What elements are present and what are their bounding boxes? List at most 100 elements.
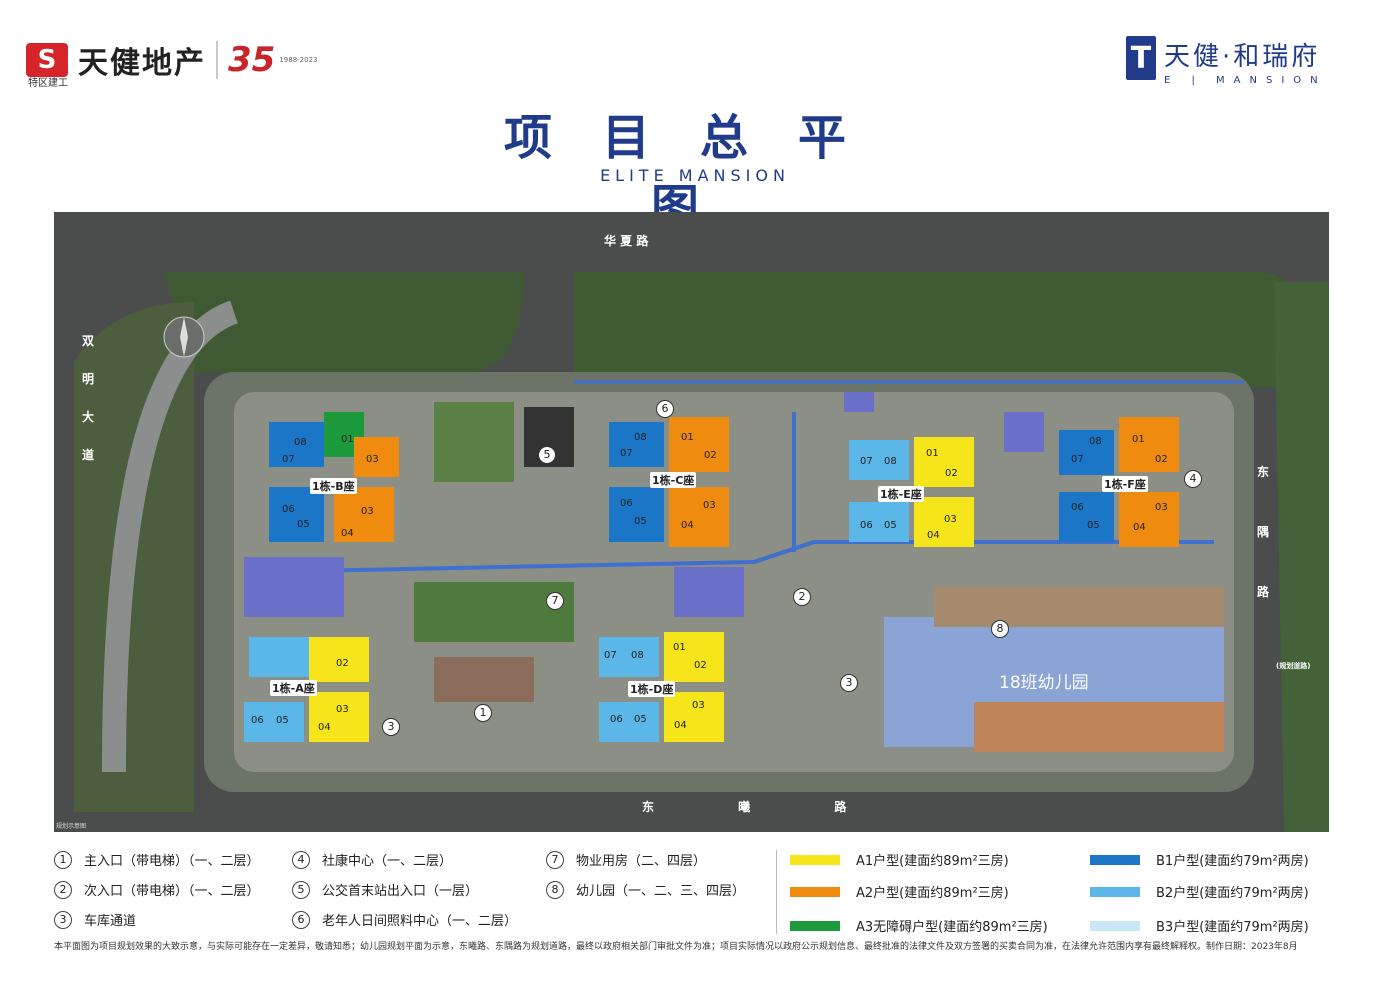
page-title: 项目总平图 (503, 110, 896, 236)
unit-number: 08 (631, 650, 644, 661)
project-logo: T 天健·和瑞府 E | MANSION (1126, 36, 1327, 86)
map-marker-7[interactable]: 7 (546, 592, 564, 610)
unit-number: 07 (620, 448, 633, 459)
unit-number: 02 (945, 468, 958, 479)
unit-number: 03 (1155, 502, 1168, 513)
swatch-green (790, 920, 840, 931)
map-marker-3-west[interactable]: 3 (382, 718, 400, 736)
green-belt-north-west (164, 272, 524, 372)
unit-number: 08 (634, 432, 647, 443)
unit-number: 08 (1089, 436, 1102, 447)
map-footnote: 规划示意图 (56, 823, 87, 830)
unit-number: 03 (944, 514, 957, 525)
unit-number: 03 (703, 500, 716, 511)
legend-type-b1: B1户型(建面约79m²两房) (1090, 850, 1309, 869)
developer-name: 天健地产 (78, 46, 206, 81)
building-e (849, 437, 974, 547)
legend-type-b2: B2户型(建面约79m²两房) (1090, 882, 1309, 901)
unit-number: 05 (276, 715, 289, 726)
road-west-label: 双 明 大 道 (82, 334, 95, 462)
unit-number: 01 (926, 448, 939, 459)
unit-number: 06 (620, 498, 633, 509)
unit-number: 01 (1132, 434, 1145, 445)
project-name: 天健·和瑞府 (1164, 42, 1321, 72)
unit-number: 02 (336, 658, 349, 669)
unit-number: 07 (860, 456, 873, 467)
building-b (269, 412, 399, 542)
unit-number: 08 (294, 437, 307, 448)
unit-number: 01 (681, 432, 694, 443)
road-east-note: (规划道路) (1276, 662, 1311, 670)
building-d (599, 632, 724, 742)
building-c (609, 417, 729, 547)
building-label-b: 1栋-B座 (310, 478, 357, 494)
road-south-label: 东 曦 路 (642, 800, 887, 814)
unit-number: 05 (1087, 520, 1100, 531)
unit-number: 08 (884, 456, 897, 467)
kindergarten-label: 18班幼儿园 (999, 673, 1089, 693)
developer-logo: S 特区建工 天健地产 35 1988-2023 (26, 34, 318, 89)
green-belt-east (1274, 282, 1329, 832)
swatch-blue (1090, 854, 1140, 865)
map-marker-8[interactable]: 8 (991, 620, 1009, 638)
unit-number: 07 (282, 454, 295, 465)
unit-number: 05 (297, 519, 310, 530)
unit-number: 05 (884, 520, 897, 531)
unit-number: 04 (681, 520, 694, 531)
swatch-orange (790, 886, 840, 897)
building-label-c: 1栋-C座 (650, 472, 697, 488)
map-marker-2[interactable]: 2 (793, 588, 811, 606)
unit-number: 04 (318, 722, 331, 733)
map-marker-5[interactable]: 5 (538, 446, 556, 464)
unit-number: 02 (1155, 454, 1168, 465)
unit-number: 06 (251, 715, 264, 726)
t-brand-mark: T (1126, 36, 1156, 80)
building-a (244, 637, 369, 742)
unit-number: 03 (336, 704, 349, 715)
map-marker-4[interactable]: 4 (1184, 470, 1202, 488)
unit-number: 04 (927, 530, 940, 541)
map-marker-1[interactable]: 1 (474, 704, 492, 722)
legend-type-a2: A2户型(建面约89m²三房) (790, 882, 1009, 901)
building-label-e: 1栋-E座 (878, 486, 924, 502)
legend-type-b3: B3户型(建面约79m²两房) (1090, 916, 1309, 935)
road-east-label: 东 隅 路 (1257, 465, 1270, 599)
road-north-label: 华 夏 路 (604, 234, 649, 248)
unit-number: 07 (1071, 454, 1084, 465)
map-marker-3-east[interactable]: 3 (840, 674, 858, 692)
unit-number: 06 (860, 520, 873, 531)
building-label-a: 1栋-A座 (270, 680, 317, 696)
anniversary-years: 1988-2023 (279, 55, 318, 64)
unit-number: 06 (1071, 502, 1084, 513)
green-belt-north (574, 272, 1314, 387)
map-marker-6[interactable]: 6 (656, 400, 674, 418)
site-plan-map[interactable]: 华 夏 路 双 明 大 道 东 隅 路 (规划道路) 东 曦 路 1栋-B座 1… (54, 212, 1329, 832)
unit-number: 05 (634, 714, 647, 725)
building-label-f: 1栋-F座 (1102, 476, 1148, 492)
site-plan-graphic (54, 212, 1329, 832)
swatch-yellow (790, 854, 840, 865)
page-subtitle: ELITE MANSION (600, 166, 790, 185)
unit-number: 02 (704, 450, 717, 461)
unit-number: 03 (366, 454, 379, 465)
unit-number: 02 (694, 660, 707, 671)
unit-number: 06 (282, 504, 295, 515)
disclaimer-text: 本平面图为项目规划效果的大致示意，与实际可能存在一定差异，敬请知悉；幼儿园规划平… (54, 942, 1298, 952)
unit-number: 01 (673, 642, 686, 653)
unit-number: 05 (634, 516, 647, 527)
unit-number: 03 (692, 700, 705, 711)
s-brand-mark: S (26, 43, 68, 77)
brand-divider (216, 41, 218, 79)
anniversary-mark: 35 (228, 40, 276, 80)
unit-number: 01 (341, 434, 354, 445)
building-label-d: 1栋-D座 (628, 681, 676, 697)
project-name-en: E | MANSION (1164, 75, 1327, 86)
